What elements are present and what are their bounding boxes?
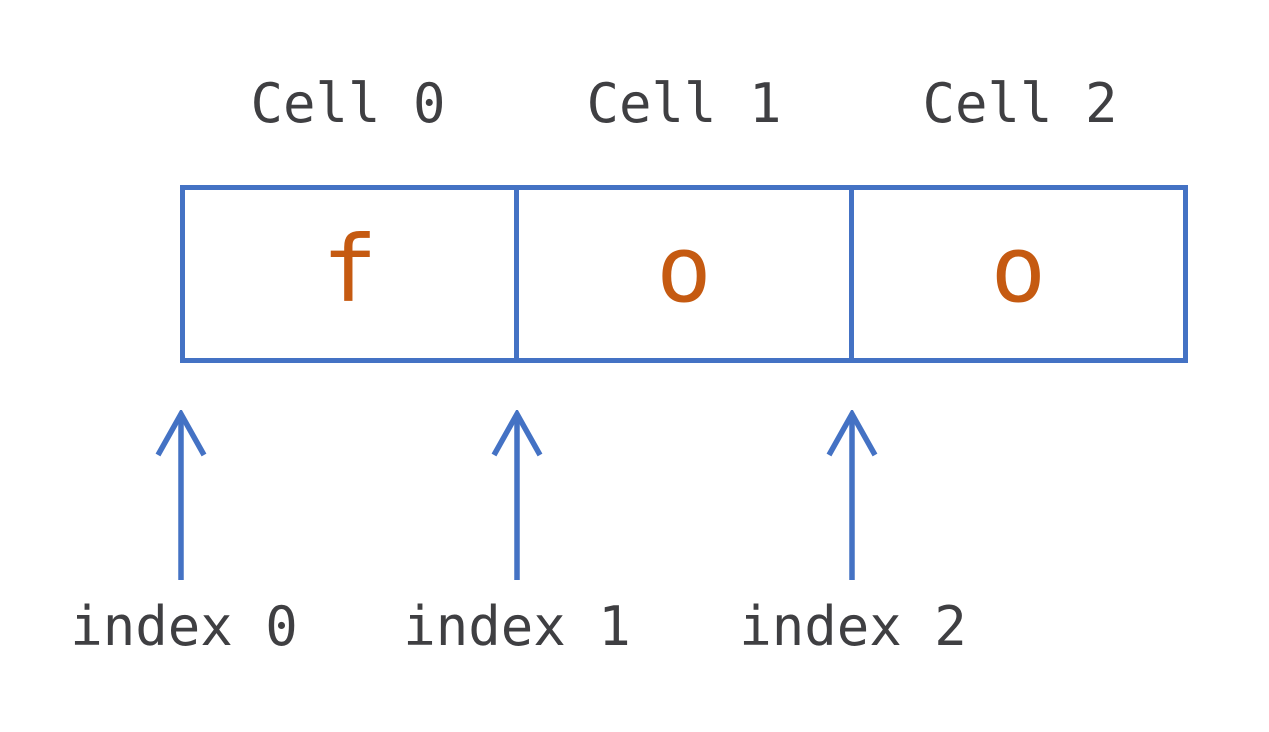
array-cell-2: o xyxy=(848,190,1183,358)
index-0-label: index 0 xyxy=(70,595,298,658)
index-2-label: index 2 xyxy=(739,595,967,658)
array-box: f o o xyxy=(180,185,1188,363)
up-arrow-icon xyxy=(822,410,882,584)
array-cell-1: o xyxy=(514,190,848,358)
cell-0-value: f xyxy=(321,216,378,323)
up-arrow-icon xyxy=(487,410,547,584)
cell-1-value: o xyxy=(656,216,712,323)
cell-1-label: Cell 1 xyxy=(586,72,782,135)
cell-2-value: o xyxy=(990,216,1047,323)
cell-2-label: Cell 2 xyxy=(922,72,1118,135)
up-arrow-icon xyxy=(151,410,211,584)
cell-0-label: Cell 0 xyxy=(250,72,446,135)
array-cell-0: f xyxy=(185,190,514,358)
index-1-label: index 1 xyxy=(403,595,631,658)
